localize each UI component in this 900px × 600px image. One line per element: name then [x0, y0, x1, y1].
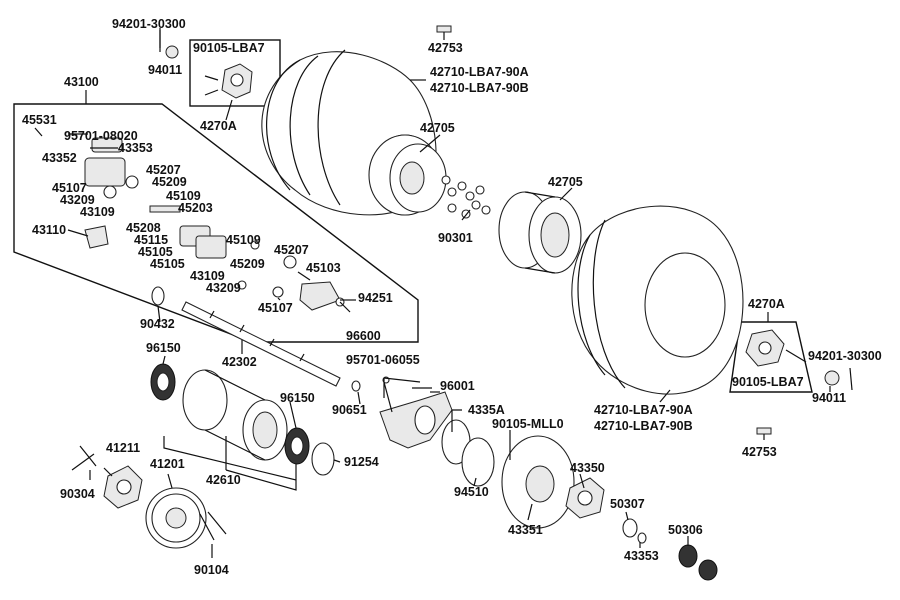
- label-42710-90b-top: 42710-LBA7-90B: [430, 81, 529, 95]
- tire-right: [571, 205, 744, 395]
- hub-kit-box-right: [729, 321, 813, 393]
- sprocket-bolts: [71, 445, 227, 541]
- label-45531: 45531: [22, 113, 57, 127]
- label-94201-30300-top: 94201-30300: [112, 17, 186, 31]
- nut-50306-a: [678, 544, 698, 568]
- brake-disc: [501, 435, 575, 529]
- wheel-nuts: [441, 175, 491, 219]
- wheel-rim-right: [498, 191, 582, 274]
- castle-nut-left: [165, 45, 179, 59]
- label-42753-bottom: 42753: [742, 445, 777, 459]
- label-90105-lba7-top: 90105-LBA7: [193, 41, 265, 55]
- label-45109-a: 45109: [166, 189, 201, 203]
- label-90301: 90301: [438, 231, 473, 245]
- label-41211: 41211: [106, 441, 140, 455]
- label-96600: 96600: [346, 329, 381, 343]
- label-43350: 43350: [570, 461, 605, 475]
- label-90104: 90104: [194, 563, 229, 577]
- label-50306: 50306: [668, 523, 703, 537]
- label-42710-90b-bottom: 42710-LBA7-90B: [594, 419, 693, 433]
- label-94011-top: 94011: [148, 63, 182, 77]
- bearing-housing: [182, 369, 288, 461]
- washer-43353: [637, 532, 647, 544]
- label-4270a-top: 4270A: [200, 119, 237, 133]
- hub-kit-box-left: [189, 39, 281, 107]
- label-96001: 96001: [440, 379, 475, 393]
- label-4335a: 4335A: [468, 403, 505, 417]
- label-43109-b: 43109: [190, 269, 225, 283]
- label-95701-06055: 95701-06055: [346, 353, 420, 367]
- label-43209-a: 43209: [60, 193, 95, 207]
- valve-cap-top: [436, 25, 452, 33]
- label-96150-b: 96150: [280, 391, 315, 405]
- label-42753-top: 42753: [428, 41, 463, 55]
- label-4270a-right: 4270A: [748, 297, 785, 311]
- castle-nut-right: [824, 370, 840, 386]
- label-90432: 90432: [140, 317, 175, 331]
- label-45203: 45203: [178, 201, 213, 215]
- label-45209-b: 45209: [230, 257, 265, 271]
- label-45105-a: 45105: [138, 245, 173, 259]
- label-42610: 42610: [206, 473, 241, 487]
- label-42710-90a-top: 42710-LBA7-90A: [430, 65, 529, 79]
- label-41201: 41201: [150, 457, 185, 471]
- label-94201-30300-right: 94201-30300: [808, 349, 882, 363]
- label-94011-right: 94011: [812, 391, 846, 405]
- label-42710-90a-bottom: 42710-LBA7-90A: [594, 403, 693, 417]
- label-43353-caliper: 43353: [118, 141, 153, 155]
- label-90105-lba7-right: 90105-LBA7: [732, 375, 804, 389]
- label-45103: 45103: [306, 261, 341, 275]
- label-45109-b: 45109: [226, 233, 261, 247]
- leader-lines: [67, 30, 831, 558]
- label-94251: 94251: [358, 291, 393, 305]
- label-45107-b: 45107: [258, 301, 293, 315]
- oil-seal-91254: [311, 442, 335, 476]
- label-42705-right: 42705: [548, 175, 583, 189]
- label-90105-mll0: 90105-MLL0: [492, 417, 564, 431]
- label-43353-disc: 43353: [624, 549, 659, 563]
- label-43209-b: 43209: [206, 281, 241, 295]
- label-91254: 91254: [344, 455, 379, 469]
- label-45209-a: 45209: [152, 175, 187, 189]
- label-43110: 43110: [32, 223, 66, 237]
- wheel-rim-left: [368, 134, 447, 216]
- nut-50306-b: [698, 559, 718, 581]
- label-43109-a: 43109: [80, 205, 115, 219]
- label-90651: 90651: [332, 403, 367, 417]
- label-45207-a: 45207: [146, 163, 181, 177]
- snap-ring-90432: [151, 286, 165, 306]
- label-43352: 43352: [42, 151, 77, 165]
- label-94510: 94510: [454, 485, 489, 499]
- washer-50307: [622, 518, 638, 538]
- caliper-bracket: [379, 376, 453, 449]
- circlip-90651: [351, 380, 361, 392]
- label-45105-b: 45105: [150, 257, 185, 271]
- label-45115: 45115: [134, 233, 168, 247]
- hub-left: [204, 63, 253, 99]
- label-43351: 43351: [508, 523, 543, 537]
- label-42302: 42302: [222, 355, 257, 369]
- caliper-assembly-outline: [13, 103, 419, 343]
- label-45107-a: 45107: [52, 181, 87, 195]
- label-43100: 43100: [64, 75, 99, 89]
- label-95701-08020: 95701-08020: [64, 129, 138, 143]
- part-labels: 94201-30300 94011 90105-LBA7 4270A 42753…: [22, 17, 882, 577]
- label-50307: 50307: [610, 497, 645, 511]
- label-45207-b: 45207: [274, 243, 309, 257]
- label-90304: 90304: [60, 487, 95, 501]
- rear-axle: [181, 301, 341, 387]
- label-96150-a: 96150: [146, 341, 181, 355]
- seal-94510: [461, 437, 495, 487]
- hub-right: [745, 329, 785, 367]
- label-45208: 45208: [126, 221, 161, 235]
- label-42705-left: 42705: [420, 121, 455, 135]
- valve-cap-bottom: [756, 427, 772, 435]
